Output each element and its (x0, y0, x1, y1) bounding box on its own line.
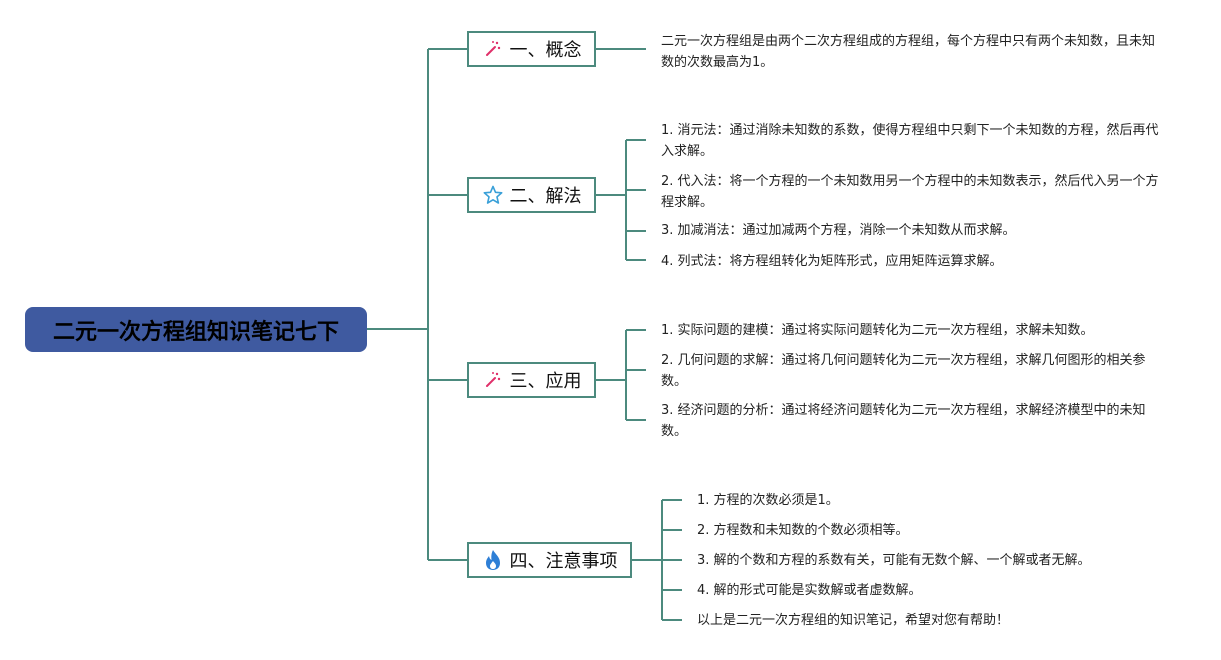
branch-concept[interactable]: 一、概念 (467, 31, 596, 67)
branch-label: 一、概念 (509, 40, 582, 61)
branch-applications[interactable]: 三、应用 (467, 362, 596, 398)
magic-wand-icon (482, 38, 504, 60)
leaf-note-5: 以上是二元一次方程组的知识笔记，希望对您有帮助！ (697, 613, 1010, 628)
branch-label: 二、解法 (509, 186, 582, 207)
leaf-note-3: 3. 解的个数和方程的系数有关，可能有无数个解、一个解或者无解。 (697, 553, 1091, 568)
leaf-note-1: 1. 方程的次数必须是1。 (697, 493, 839, 508)
leaf-note-4: 4. 解的形式可能是实数解或者虚数解。 (697, 583, 922, 598)
leaf-concept-1: 二元一次方程组是由两个二次方程组成的方程组，每个方程中只有两个未知数，且未知数的… (661, 34, 1156, 70)
root-title: 二元一次方程组知识笔记七下 (52, 319, 339, 345)
leaf-method-1: 1. 消元法：通过消除未知数的系数，使得方程组中只剩下一个未知数的方程，然后再代… (661, 123, 1159, 159)
leaf-application-2: 2. 几何问题的求解：通过将几何问题转化为二元一次方程组，求解几何图形的相关参数… (661, 353, 1146, 389)
magic-wand-icon (482, 369, 504, 391)
branch-label: 四、注意事项 (509, 551, 618, 572)
branch-methods[interactable]: 二、解法 (467, 177, 596, 213)
root-topic[interactable]: 二元一次方程组知识笔记七下 (25, 307, 367, 352)
star-icon (482, 184, 504, 206)
fire-icon (482, 549, 504, 571)
leaf-method-3: 3. 加减消法：通过加减两个方程，消除一个未知数从而求解。 (661, 223, 1016, 238)
leaf-note-2: 2. 方程数和未知数的个数必须相等。 (697, 523, 909, 538)
leaf-method-4: 4. 列式法：将方程组转化为矩阵形式，应用矩阵运算求解。 (661, 254, 1003, 269)
leaf-application-1: 1. 实际问题的建模：通过将实际问题转化为二元一次方程组，求解未知数。 (661, 323, 1094, 338)
branch-label: 三、应用 (509, 371, 582, 392)
leaf-application-3: 3. 经济问题的分析：通过将经济问题转化为二元一次方程组，求解经济模型中的未知数… (661, 403, 1146, 439)
leaf-method-2: 2. 代入法：将一个方程的一个未知数用另一个方程中的未知数表示，然后代入另一个方… (661, 174, 1159, 210)
branch-notes[interactable]: 四、注意事项 (467, 542, 632, 578)
